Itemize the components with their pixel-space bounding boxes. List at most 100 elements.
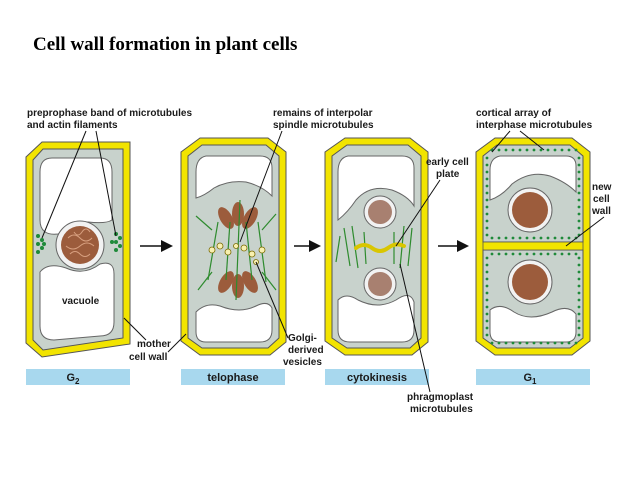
stage-bar-telophase: telophase	[181, 369, 285, 385]
cortical-microtubule-dot	[577, 177, 581, 181]
svg-text:derived: derived	[288, 345, 324, 356]
cortical-microtubule-dot	[577, 191, 581, 195]
svg-text:microtubules: microtubules	[410, 404, 473, 415]
label-early-cell-plate: early cell plate	[395, 157, 469, 247]
cortical-microtubule-dot	[546, 341, 550, 345]
svg-text:cell wall: cell wall	[129, 352, 168, 363]
label-golgi-vesicles: Golgi- derived vesicles	[255, 261, 324, 368]
cortical-microtubule-dot	[532, 341, 536, 345]
cortical-microtubule-dot	[518, 252, 522, 256]
cortical-microtubule-dot	[497, 148, 501, 152]
cortical-microtubule-dot	[485, 198, 489, 202]
cortical-microtubule-dot	[539, 148, 543, 152]
cell-cytokinesis-nucleus-top	[368, 200, 392, 224]
cortical-microtubule-dot	[539, 236, 543, 240]
stage-bar-cytokinesis: cytokinesis	[325, 369, 429, 385]
svg-text:G2: G2	[66, 372, 80, 386]
cortical-microtubule-dot	[490, 341, 494, 345]
cell-g1-cortical-microtubules	[485, 148, 581, 345]
cortical-microtubule-dot	[511, 252, 515, 256]
cortical-microtubule-dot	[553, 148, 557, 152]
cell-g1-vacuole-bottom	[489, 306, 577, 343]
cortical-microtubule-dot	[577, 326, 581, 330]
svg-text:plate: plate	[436, 169, 460, 180]
cell-g1-vacuole-top	[489, 155, 577, 201]
cortical-microtubule-dot	[485, 212, 489, 216]
cortical-microtubule-dot	[577, 298, 581, 302]
label-vacuole: vacuole	[62, 296, 100, 307]
cortical-microtubule-dot	[497, 236, 501, 240]
cortical-microtubule-dot	[577, 284, 581, 288]
cortical-microtubule-dot	[511, 236, 515, 240]
cortical-microtubule-dot	[504, 236, 508, 240]
svg-text:G1: G1	[523, 372, 537, 386]
cortical-microtubule-dot	[546, 236, 550, 240]
cortical-microtubule-dot	[525, 148, 529, 152]
label-mother-cell-wall: mother cell wall	[123, 317, 187, 363]
svg-text:and actin filaments: and actin filaments	[27, 120, 118, 131]
cortical-microtubule-dot	[485, 263, 489, 267]
label-cortical-array: cortical array of interphase microtubule…	[476, 108, 593, 153]
cell-cytokinesis	[324, 137, 429, 356]
cortical-microtubule-dot	[485, 226, 489, 230]
cortical-microtubule-dot	[525, 252, 529, 256]
cortical-microtubule-dot	[577, 319, 581, 323]
page-title: Cell wall formation in plant cells	[33, 34, 298, 55]
svg-text:cytokinesis: cytokinesis	[347, 372, 407, 384]
cell-cytokinesis-vacuole-top	[337, 155, 415, 222]
cortical-microtubule-dot	[577, 305, 581, 309]
cortical-microtubule-dot	[577, 291, 581, 295]
cell-telophase-vacuole-top	[195, 155, 273, 199]
stage-bar-g2: G2	[26, 369, 130, 386]
cortical-microtubule-dot	[577, 198, 581, 202]
cortical-microtubule-dot	[490, 252, 494, 256]
cortical-microtubule-dot	[532, 252, 536, 256]
cortical-microtubule-dot	[577, 226, 581, 230]
svg-text:spindle microtubules: spindle microtubules	[273, 120, 374, 131]
cortical-microtubule-dot	[560, 341, 564, 345]
cortical-microtubule-dot	[574, 148, 578, 152]
cortical-microtubule-dot	[485, 312, 489, 316]
cortical-microtubule-dot	[532, 148, 536, 152]
cell-g2-preprophase-band-right	[110, 232, 122, 252]
cortical-microtubule-dot	[518, 236, 522, 240]
cortical-microtubule-dot	[567, 148, 571, 152]
cortical-microtubule-dot	[485, 177, 489, 181]
cortical-microtubule-dot	[560, 252, 564, 256]
cortical-microtubule-dot	[567, 341, 571, 345]
cortical-microtubule-dot	[577, 205, 581, 209]
cortical-microtubule-dot	[485, 184, 489, 188]
cortical-microtubule-dot	[504, 341, 508, 345]
cortical-microtubule-dot	[539, 252, 543, 256]
cell-g2-preprophase-band-left	[36, 234, 46, 254]
cortical-microtubule-dot	[485, 156, 489, 160]
cortical-microtubule-dot	[577, 156, 581, 160]
cortical-microtubule-dot	[485, 191, 489, 195]
svg-text:wall: wall	[591, 206, 611, 217]
cell-telophase	[180, 137, 287, 356]
cortical-microtubule-dot	[525, 341, 529, 345]
cell-g1-nucleus-top	[512, 192, 548, 228]
svg-text:mother: mother	[137, 339, 171, 350]
cell-cytokinesis-nucleus-bottom	[368, 272, 392, 296]
cortical-microtubule-dot	[485, 333, 489, 337]
cortical-microtubule-dot	[485, 256, 489, 260]
cortical-microtubule-dot	[577, 256, 581, 260]
svg-text:Golgi-: Golgi-	[288, 333, 317, 344]
cortical-microtubule-dot	[577, 333, 581, 337]
cortical-microtubule-dot	[525, 236, 529, 240]
cortical-microtubule-dot	[577, 277, 581, 281]
cell-telophase-golgi-vesicles	[208, 242, 266, 265]
cortical-microtubule-dot	[504, 252, 508, 256]
label-preprophase-band: preprophase band of microtubules and act…	[27, 108, 192, 239]
svg-text:phragmoplast: phragmoplast	[407, 392, 474, 403]
cortical-microtubule-dot	[485, 291, 489, 295]
cortical-microtubule-dot	[567, 252, 571, 256]
cell-telophase-chromosomes-bottom	[218, 271, 258, 298]
cortical-microtubule-dot	[485, 326, 489, 330]
cell-g1-new-cell-wall	[482, 241, 584, 251]
svg-text:early cell: early cell	[426, 157, 469, 168]
cortical-microtubule-dot	[574, 341, 578, 345]
cortical-microtubule-dot	[511, 341, 515, 345]
svg-text:vesicles: vesicles	[283, 357, 322, 368]
